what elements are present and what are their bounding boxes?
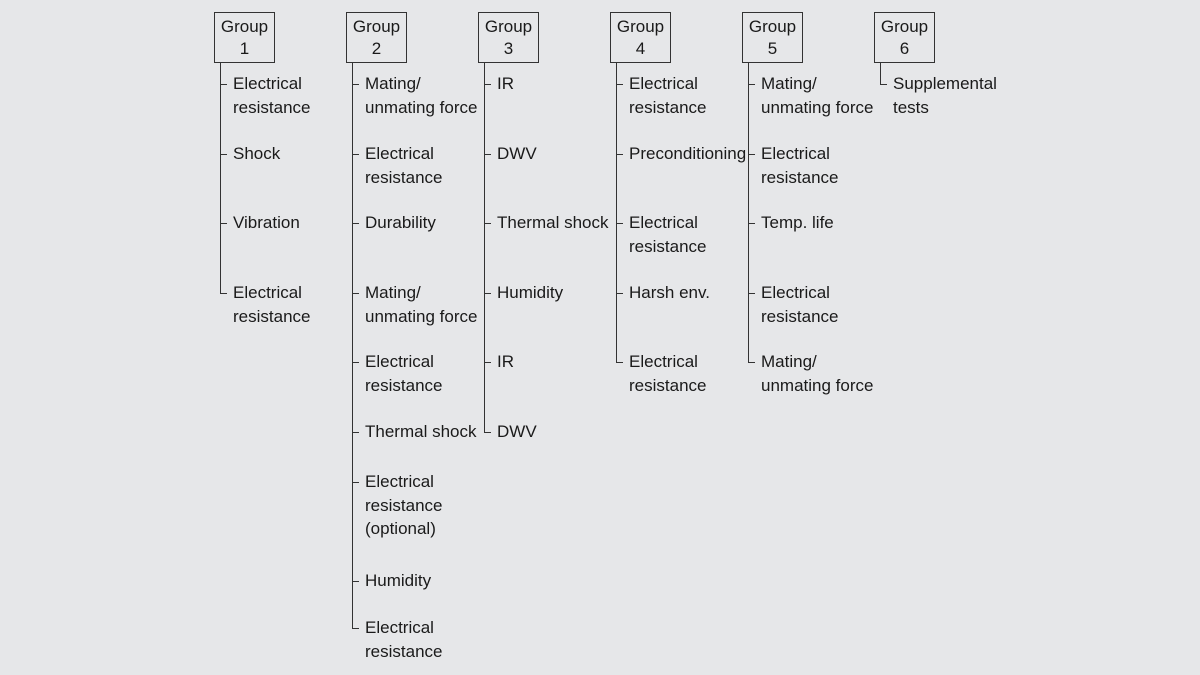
- test-step-label: Vibration: [233, 213, 300, 232]
- test-step-label: Preconditioning: [629, 144, 747, 163]
- step-tick: [484, 154, 491, 155]
- step-tick: [484, 293, 491, 294]
- group-title-word: Group: [748, 17, 797, 36]
- test-step-label: Temp. life: [761, 213, 834, 232]
- step-tick: [616, 84, 623, 85]
- test-step-label: Electrical resistance: [761, 283, 839, 326]
- step-tick: [616, 154, 623, 155]
- test-step-label: Durability: [365, 213, 436, 232]
- group-number: 4: [635, 39, 646, 58]
- test-step-label: Electrical resistance: [629, 213, 707, 256]
- group-5-connector-line: [748, 63, 749, 362]
- group-title-word: Group: [220, 17, 269, 36]
- test-step-label: Mating/ unmating force: [761, 74, 874, 117]
- group-box-3: Group 3: [478, 12, 539, 63]
- group-title-word: Group: [352, 17, 401, 36]
- step-tick: [352, 293, 359, 294]
- step-tick: [616, 223, 623, 224]
- step-tick: [484, 432, 491, 433]
- step-tick: [352, 432, 359, 433]
- step-tick: [748, 84, 755, 85]
- step-tick: [880, 84, 887, 85]
- test-step-label: Electrical resistance: [365, 618, 443, 661]
- group-title-word: Group: [880, 17, 929, 36]
- step-tick: [352, 482, 359, 483]
- group-1-connector-line: [220, 63, 221, 293]
- group-number: 6: [899, 39, 910, 58]
- step-tick: [220, 223, 227, 224]
- step-tick: [352, 154, 359, 155]
- test-step-label: DWV: [497, 144, 537, 163]
- test-step-label: Humidity: [497, 283, 564, 302]
- test-step-label: Electrical resistance (optional): [365, 472, 443, 538]
- group-number: 3: [503, 39, 514, 58]
- test-step-label: Humidity: [365, 571, 432, 590]
- test-step-label: Thermal shock: [497, 213, 609, 232]
- test-step-label: Supplemental tests: [893, 74, 997, 117]
- step-tick: [352, 362, 359, 363]
- test-step-label: Electrical resistance: [365, 144, 443, 187]
- step-tick: [616, 293, 623, 294]
- group-number: 1: [239, 39, 250, 58]
- group-box-5: Group 5: [742, 12, 803, 63]
- step-tick: [484, 84, 491, 85]
- test-step-label: Harsh env.: [629, 283, 710, 302]
- test-step-label: IR: [497, 352, 514, 371]
- test-step-label: Thermal shock: [365, 422, 477, 441]
- test-step-label: Electrical resistance: [233, 74, 311, 117]
- step-tick: [220, 84, 227, 85]
- group-box-1: Group 1: [214, 12, 275, 63]
- step-tick: [748, 293, 755, 294]
- test-step-label: Shock: [233, 144, 281, 163]
- test-step-label: DWV: [497, 422, 537, 441]
- step-tick: [484, 362, 491, 363]
- group-4-connector-line: [616, 63, 617, 362]
- group-box-2: Group 2: [346, 12, 407, 63]
- group-title-word: Group: [484, 17, 533, 36]
- test-step-label: Electrical resistance: [629, 74, 707, 117]
- step-tick: [220, 293, 227, 294]
- test-step-label: Mating/ unmating force: [365, 74, 478, 117]
- test-step-label: Electrical resistance: [761, 144, 839, 187]
- step-tick: [352, 628, 359, 629]
- step-tick: [616, 362, 623, 363]
- group-6-connector-line: [880, 63, 881, 84]
- test-step-label: Electrical resistance: [629, 352, 707, 395]
- test-step-label: Electrical resistance: [233, 283, 311, 326]
- step-tick: [484, 223, 491, 224]
- test-step-label: Mating/ unmating force: [761, 352, 874, 395]
- group-box-6: Group 6: [874, 12, 935, 63]
- step-tick: [352, 84, 359, 85]
- test-step-label: Electrical resistance: [365, 352, 443, 395]
- group-number: 5: [767, 39, 778, 58]
- step-tick: [748, 362, 755, 363]
- group-2-connector-line: [352, 63, 353, 628]
- group-box-4: Group 4: [610, 12, 671, 63]
- step-tick: [352, 581, 359, 582]
- group-3-connector-line: [484, 63, 485, 432]
- step-tick: [220, 154, 227, 155]
- step-tick: [352, 223, 359, 224]
- step-tick: [748, 223, 755, 224]
- test-step-label: IR: [497, 74, 514, 93]
- group-number: 2: [371, 39, 382, 58]
- step-tick: [748, 154, 755, 155]
- group-title-word: Group: [616, 17, 665, 36]
- test-step-label: Mating/ unmating force: [365, 283, 478, 326]
